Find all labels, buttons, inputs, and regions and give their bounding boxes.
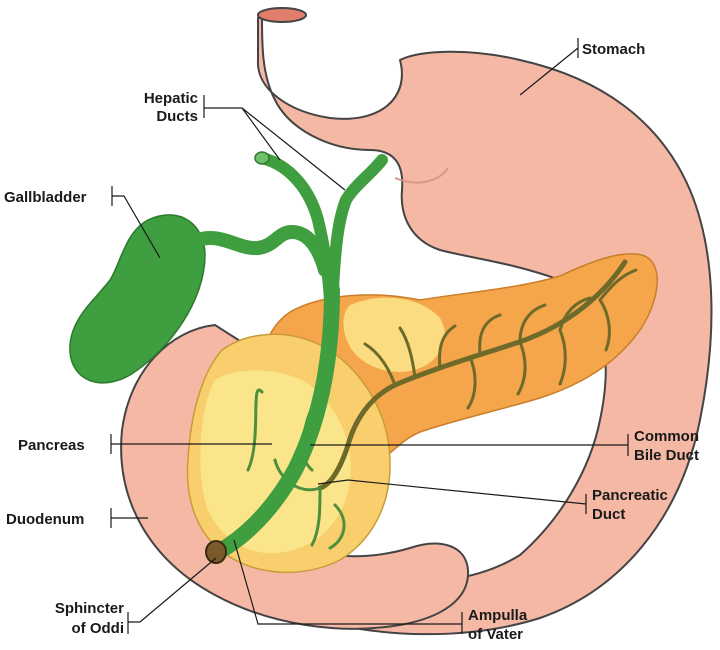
label-duodenum: Duodenum: [6, 511, 84, 528]
pancreas: [186, 253, 658, 574]
biliary-system: [69, 151, 388, 564]
leader-hepatic: [203, 95, 346, 191]
label-pancreatic-line1: Pancreatic: [592, 487, 668, 504]
label-sphincter-line1: Sphincter: [55, 600, 124, 617]
label-stomach: Stomach: [582, 41, 645, 58]
leader-sphincter: [127, 557, 217, 634]
stomach-fold: [394, 167, 449, 184]
label-hepatic-line2: Ducts: [156, 108, 198, 125]
cystic-duct: [191, 224, 332, 277]
leader-ampulla: [233, 539, 463, 634]
sphincter-of-oddi-shape: [205, 540, 227, 564]
label-ampulla-line1: Ampulla: [468, 607, 528, 624]
leader-common-bile: [310, 434, 629, 456]
labels: Stomach Hepatic Ducts Gallbladder Pancre…: [4, 41, 699, 643]
label-hepatic-line1: Hepatic: [144, 90, 198, 107]
leader-duodenum: [110, 508, 148, 528]
label-sphincter-line2: of Oddi: [72, 620, 125, 637]
pancreas-body-light: [343, 297, 445, 372]
label-ampulla-line2: of Vater: [468, 626, 523, 643]
esophagus-opening: [257, 7, 307, 23]
label-pancreas: Pancreas: [18, 437, 85, 454]
label-common-line2: Bile Duct: [634, 447, 699, 464]
hepatic-duct-end: [254, 151, 270, 165]
pancreatic-duct-branches: [363, 268, 638, 410]
leader-pancreas: [110, 434, 272, 454]
leader-lines: [110, 38, 629, 634]
gallbladder: [69, 214, 206, 384]
pancreatic-duct: [317, 259, 628, 491]
leader-gallbladder: [111, 186, 161, 259]
label-common-line1: Common: [634, 428, 699, 445]
label-gallbladder: Gallbladder: [4, 189, 87, 206]
hepatic-duct-right: [327, 154, 388, 296]
common-bile-duct: [210, 282, 340, 560]
label-pancreatic-line2: Duct: [592, 506, 625, 523]
leader-stomach: [519, 38, 579, 96]
leader-pancreatic: [317, 479, 587, 514]
